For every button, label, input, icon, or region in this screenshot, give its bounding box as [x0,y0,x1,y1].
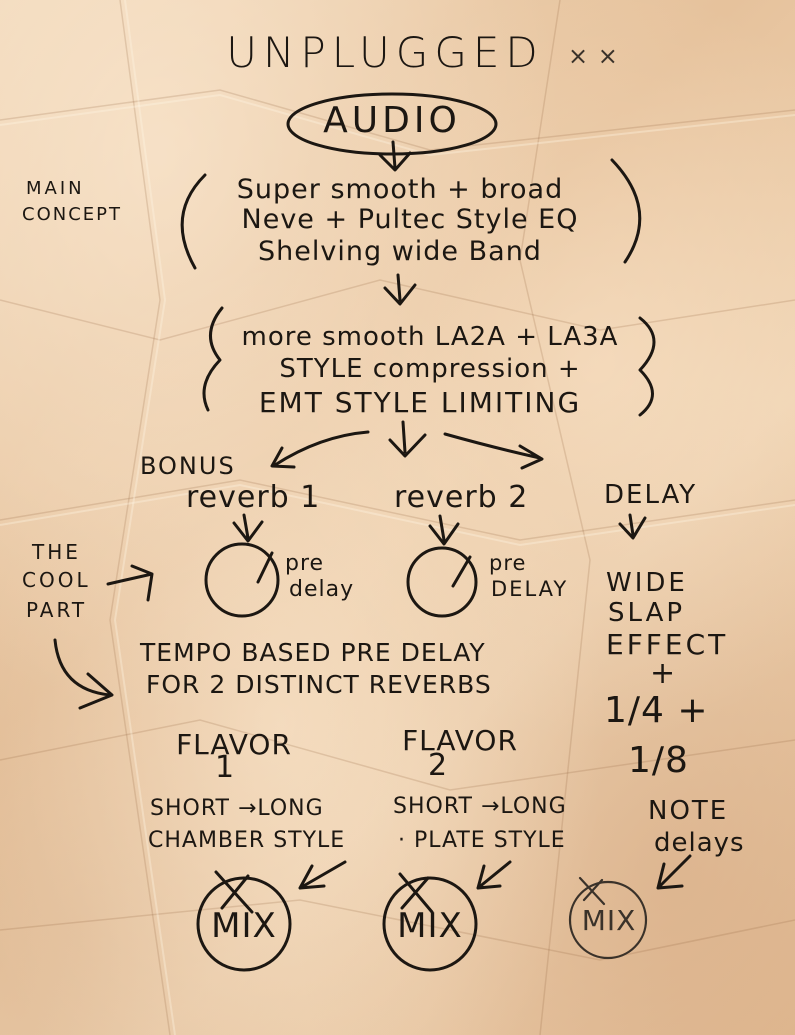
arrow-eq-to-comp [383,273,417,306]
reverb2-knob-pointer [451,555,472,588]
mix-circle-2 [382,876,478,972]
flavor-1-desc-line-2: CHAMBER STYLE [148,828,346,853]
audio-label: AUDIO [323,100,461,141]
eq-right-bracket [610,158,642,264]
arrow-split-center [388,420,427,458]
delay-note-plus: + [650,656,677,691]
arrow-split-left [270,430,370,469]
delay-note-effect: EFFECT [606,628,729,661]
arrow-delay-to-mix [656,854,692,890]
eq-line-2: Neve + Pultec Style EQ [241,204,579,235]
bonus-label: BONUS [140,452,236,480]
delay-note-slap: SLAP [608,598,686,628]
reverb-2-label: reverb 2 [394,480,529,515]
cool-part-line-3: PART [26,598,88,622]
audio-oval [286,92,498,156]
flavor-1-title: FLAVOR [176,728,292,761]
comp-right-bracket [638,316,656,417]
main-concept-line-1: MAIN [26,178,85,199]
knob-1-label-delay: delay [289,577,355,602]
delay-label: DELAY [604,480,698,510]
arrow-cool-part-to-note [53,638,114,710]
main-concept-line-2: CONCEPT [22,204,122,225]
flavor-2-title: FLAVOR [402,724,518,757]
eq-line-1: Super smooth + broad [236,174,564,205]
eq-line-3: Shelving wide Band [258,236,542,267]
reverb1-knob-pointer [256,551,274,584]
reverb-1-label: reverb 1 [186,480,321,515]
mix-x-mark-2 [398,872,434,914]
title-x-marks: × × [568,42,619,70]
cool-part-line-2: COOL [22,568,91,592]
comp-line-1: more smooth LA2A + LA3A [241,322,619,352]
flavor-2-desc-line-2: · PLATE STYLE [398,828,566,853]
mix-circle-1 [196,876,292,972]
page-title: UNPLUGGED [226,28,544,77]
comp-line-3: EMT STYLE LIMITING [258,386,582,419]
delay-note-eighth: 1/8 [628,740,689,781]
delay-note-delays: delays [654,828,745,858]
arrow-reverb1-down [232,513,264,543]
mix-circle-3 [568,880,648,960]
mix-label-1: MIX [211,906,277,946]
tempo-note-line-1: TEMPO BASED PRE DELAY [140,638,486,667]
reverb2-knob [406,546,478,618]
arrow-split-right [443,432,544,470]
delay-note-quarter: 1/4 + [604,690,709,731]
arrow-audio-to-eq [378,140,412,172]
mix-x-mark-3 [578,876,606,906]
arrow-flavor1-to-mix [298,860,347,890]
reverb1-knob [204,542,280,618]
cool-part-line-1: THE [32,540,81,564]
comp-line-2: STYLE compression + [279,354,581,384]
arrow-cool-part-to-knob [106,564,154,602]
flavor-2-desc-line-1: SHORT →LONG [393,794,567,819]
delay-note-note: NOTE [648,796,729,826]
flavor-1-desc-line-1: SHORT →LONG [150,796,324,821]
delay-note-wide: WIDE [606,568,688,598]
tempo-note-line-2: FOR 2 DISTINCT REVERBS [146,670,492,699]
knob-2-label-delay: DELAY [491,577,569,601]
mix-label-2: MIX [397,906,463,946]
arrow-delay-down [618,513,647,540]
flavor-1-number: 1 [214,750,236,785]
arrow-flavor2-to-mix [476,860,512,890]
mix-label-3: MIX [581,904,637,937]
knob-2-label-pre: pre [489,551,527,575]
comp-left-bracket [202,306,224,412]
mix-x-mark-1 [214,870,254,914]
arrow-reverb2-down [428,514,460,546]
knob-1-label-pre: pre [285,551,325,576]
flavor-2-number: 2 [427,748,449,783]
eq-left-bracket [180,173,207,270]
